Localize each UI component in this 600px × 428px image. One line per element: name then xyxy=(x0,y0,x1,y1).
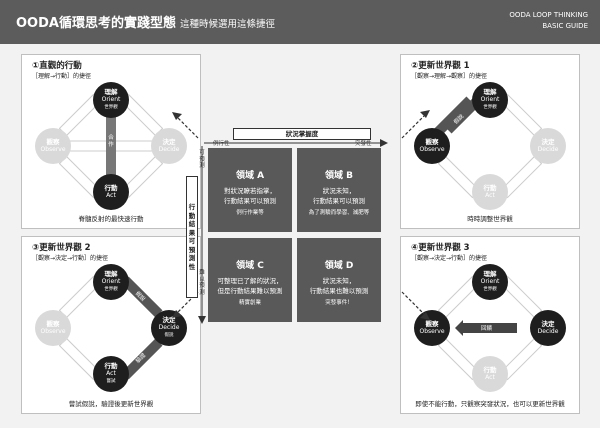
quadrant-b: 領域 B 狀況未知，行動結果可以預測 為了測驗而學習、減肥等 xyxy=(297,148,381,232)
panel-heading: ④更新世界觀 3 xyxy=(411,243,470,253)
quadrant-example: 突發事件！ xyxy=(325,300,353,306)
feedback-tag: 回饋 xyxy=(481,326,493,332)
quadrant-desc: 狀況未知，行動結果可以預測 xyxy=(313,187,365,205)
brand-line-1: OODA LOOP THINKING xyxy=(509,11,588,19)
collab-label: 合作 xyxy=(108,135,114,148)
left-axis-bottom-end: 難以預測 xyxy=(199,270,205,296)
panel-subheading: ［觀察→決定→行動］的捷徑 xyxy=(411,255,488,262)
quadrant-c: 領域 C 可整理已了解的狀況，但是行動結果難以預測 精實創業 xyxy=(208,238,292,322)
top-axis-left-end: 例行性 xyxy=(213,141,230,147)
top-axis-label: 狀況掌握度 xyxy=(233,128,371,140)
quadrant-title: 領域 D xyxy=(324,261,354,271)
quadrant-example: 為了測驗而學習、減肥等 xyxy=(308,210,370,216)
quadrant-desc: 可整理已了解的狀況，但是行動結果難以預測 xyxy=(217,277,283,295)
top-axis-right-end: 突發性 xyxy=(355,141,372,147)
loop-diagram xyxy=(58,275,163,381)
quadrant-title: 領域 A xyxy=(235,171,265,181)
quadrant-d: 領域 D 狀況未知，行動結果也難以預測 突發事件！ xyxy=(297,238,381,322)
quadrant-a: 領域 A 對狀況瞭若指掌，行動結果可以預測 例行作業等 xyxy=(208,148,292,232)
brand-line-2: BASIC GUIDE xyxy=(542,22,588,30)
quadrant-desc: 狀況未知，行動結果也難以預測 xyxy=(309,277,369,295)
quadrant-example: 精實創業 xyxy=(238,300,261,306)
panel-subheading: ［觀察→決定→行動］的捷徑 xyxy=(32,255,109,262)
left-axis-top-end: 可預測 xyxy=(199,150,205,169)
panel-caption: 時時調整世界觀 xyxy=(467,215,513,223)
panel-heading: ①直觀的行動 xyxy=(32,61,82,71)
panel-caption: 嘗試假說，驗證後更新世界觀 xyxy=(68,400,154,408)
quadrant-desc: 對狀況瞭若指掌，行動結果可以預測 xyxy=(224,187,276,205)
panel-subheading: ［理解→行動］的捷徑 xyxy=(32,73,92,80)
brand-label: OODA LOOP THINKING BASIC GUIDE xyxy=(509,10,588,32)
panel-caption: 即使不能行動，只觀察突發狀況，也可以更新世界觀 xyxy=(415,400,565,408)
panel-subheading: ［觀察→理解→觀察］的捷徑 xyxy=(411,73,488,80)
panel-heading: ②更新世界觀 1 xyxy=(411,61,470,71)
page-subtitle: 這種時候選用這條捷徑 xyxy=(180,19,276,30)
panel-caption: 脊髓反射的最快速行動 xyxy=(78,215,144,223)
quadrant-example: 例行作業等 xyxy=(236,210,264,216)
quadrant-title: 領域 B xyxy=(325,171,353,181)
page-title: OODA循環思考的實踐型態 xyxy=(16,16,176,31)
left-axis-label: 行動結果可預測性 xyxy=(186,176,198,298)
panel-heading: ③更新世界觀 2 xyxy=(32,243,91,253)
header-bar: OODA循環思考的實踐型態 這種時候選用這條捷徑 OODA LOOP THINK… xyxy=(0,0,600,44)
quadrant-title: 領域 C xyxy=(236,261,264,271)
